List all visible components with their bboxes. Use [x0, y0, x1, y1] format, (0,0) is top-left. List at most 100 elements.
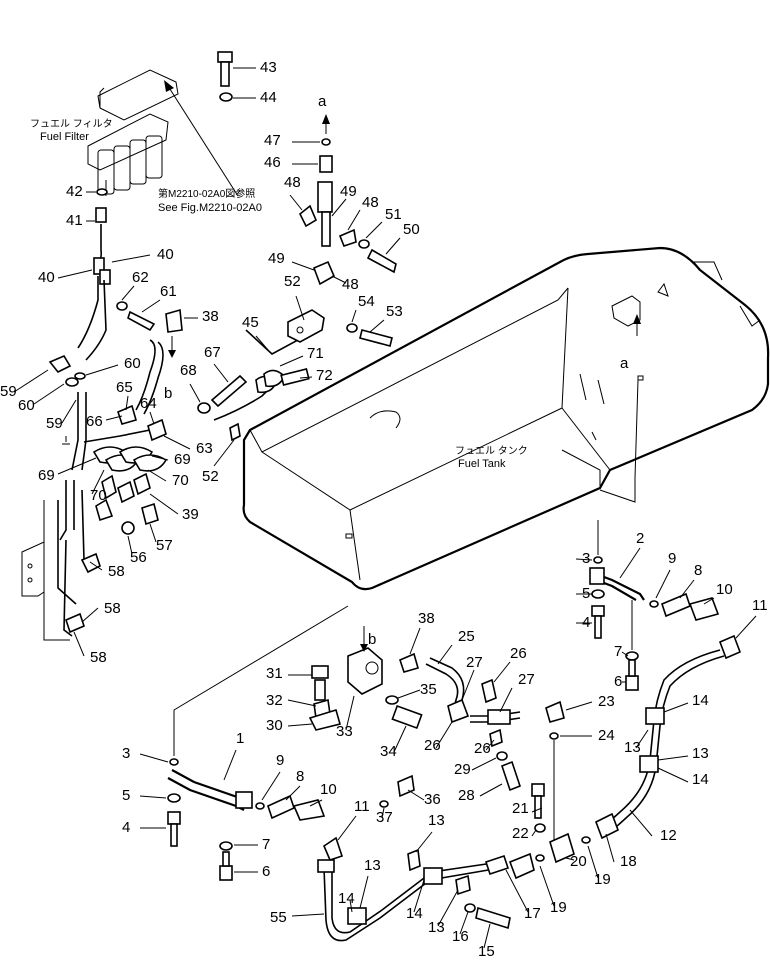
callout-2: 2	[636, 530, 644, 547]
fuel-tank-outline	[242, 246, 770, 591]
callout-29: 29	[454, 761, 471, 778]
callout-25: 25	[458, 628, 475, 645]
fuel-filter-label: Fuel Filter	[40, 131, 89, 143]
callout-59: 59	[0, 383, 17, 400]
fuel-filter	[87, 69, 179, 196]
arrow-a-tank	[633, 314, 641, 336]
callout-3: 3	[582, 550, 590, 567]
callout-63: 63	[196, 440, 213, 457]
callout-28: 28	[458, 787, 475, 804]
lower-center-valve	[287, 626, 425, 819]
callout-19: 19	[594, 871, 611, 888]
callout-59: 59	[46, 415, 63, 432]
callout-33: 33	[336, 723, 353, 740]
callout-40: 40	[38, 269, 55, 286]
fuel-filter-label-jp: フュエル フィルタ	[30, 118, 113, 130]
callout-38: 38	[418, 610, 435, 627]
callout-14: 14	[338, 890, 355, 907]
callout-58: 58	[104, 600, 121, 617]
callout-52: 52	[284, 273, 301, 290]
callout-4: 4	[122, 819, 130, 836]
callout-55: 55	[270, 909, 287, 926]
callout-10: 10	[716, 581, 733, 598]
ref-a-tank: a	[620, 355, 629, 372]
right-pipe-2	[575, 520, 645, 691]
callout-58: 58	[90, 649, 107, 666]
callout-58: 58	[108, 563, 125, 580]
see-fig-label-jp: 第M2210-02A0図参照	[158, 187, 255, 200]
hose-12-55-loop	[508, 649, 725, 880]
see-fig-arrow	[164, 80, 239, 197]
lower-left-fittings-8-11	[255, 771, 357, 861]
callout-26: 26	[424, 737, 441, 754]
callout-48: 48	[342, 276, 359, 293]
callout-20: 20	[570, 853, 587, 870]
callout-48: 48	[362, 194, 379, 211]
filter-outlet-line	[57, 188, 151, 361]
callout-13: 13	[428, 919, 445, 936]
callout-61: 61	[160, 283, 177, 300]
callout-67: 67	[204, 344, 221, 361]
left-clamps	[13, 354, 119, 424]
callout-19: 19	[550, 899, 567, 916]
lower-left-pipe-1	[139, 605, 349, 881]
callout-14: 14	[692, 771, 709, 788]
callout-60: 60	[124, 355, 141, 372]
callout-8: 8	[296, 768, 304, 785]
fuel-tank-label-jp: フュエル タンク	[455, 445, 528, 457]
callout-10: 10	[320, 781, 337, 798]
callout-13: 13	[692, 745, 709, 762]
callout-5: 5	[582, 585, 590, 602]
upper-fittings-46-51	[289, 114, 347, 286]
callout-16: 16	[452, 928, 469, 945]
callout-11: 11	[354, 798, 370, 815]
elbow-23-24	[545, 700, 593, 840]
bolt-67	[189, 363, 248, 414]
bolt-43	[217, 51, 256, 102]
bolt-61	[116, 285, 198, 358]
callout-7: 7	[262, 836, 270, 853]
callout-46: 46	[264, 154, 281, 171]
callout-43: 43	[260, 59, 277, 76]
callout-15: 15	[478, 943, 495, 960]
callout-5: 5	[122, 787, 130, 804]
callout-69: 69	[174, 451, 191, 468]
callout-69: 69	[38, 467, 55, 484]
callout-23: 23	[598, 693, 615, 710]
hose-25	[425, 644, 521, 797]
callout-51: 51	[385, 206, 402, 223]
callout-49: 49	[340, 183, 357, 200]
callout-4: 4	[582, 614, 590, 631]
callout-9: 9	[668, 550, 676, 567]
callout-32: 32	[266, 692, 283, 709]
callout-11: 11	[752, 597, 768, 614]
ref-b-lower: b	[368, 631, 376, 648]
callout-13: 13	[428, 812, 445, 829]
callout-41: 41	[66, 212, 83, 229]
callout-44: 44	[260, 89, 277, 106]
callout-9: 9	[276, 752, 284, 769]
callout-3: 3	[122, 745, 130, 762]
callout-26: 26	[510, 645, 527, 662]
callout-34: 34	[380, 743, 397, 760]
hose-45	[213, 325, 319, 467]
callout-27: 27	[466, 654, 483, 671]
ref-a-upper: a	[318, 93, 327, 110]
callout-47: 47	[264, 132, 281, 149]
callout-72: 72	[316, 367, 333, 384]
bolt-50	[338, 209, 401, 274]
callout-6: 6	[262, 863, 270, 880]
callout-14: 14	[406, 905, 423, 922]
callout-68: 68	[180, 362, 197, 379]
center-clamp-cluster	[57, 429, 179, 555]
callout-52: 52	[202, 468, 219, 485]
callout-64: 64	[140, 395, 157, 412]
callout-49: 49	[268, 250, 285, 267]
hose-group-60-66	[105, 339, 191, 450]
left-hoses-lower	[21, 392, 103, 657]
callout-1: 1	[236, 730, 244, 747]
ref-b-upper: b	[164, 385, 172, 402]
callout-42: 42	[66, 183, 83, 200]
callout-26: 26	[474, 740, 491, 757]
callout-65: 65	[116, 379, 133, 396]
